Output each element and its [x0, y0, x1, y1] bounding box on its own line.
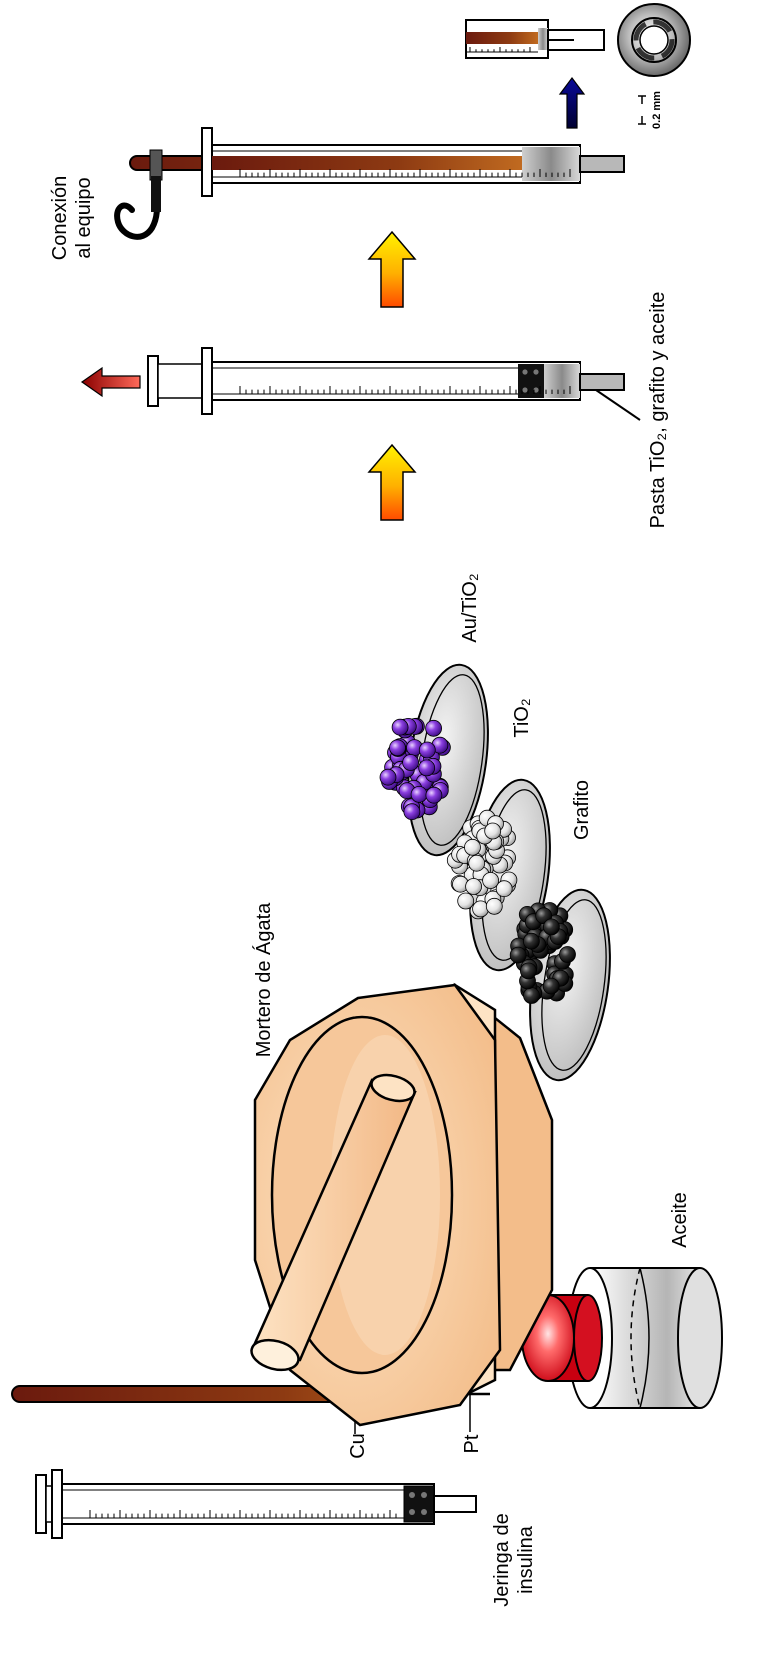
- connection-label-1: Conexión: [49, 176, 71, 261]
- agate-mortar: [248, 985, 552, 1425]
- insulin-syringe-label-2: insulina: [515, 1525, 537, 1594]
- graphite-label: Grafito: [571, 780, 593, 840]
- paste-label: Pasta TiO₂, grafito y aceite: [647, 292, 669, 529]
- scale-label: 0.2 mm: [651, 91, 663, 129]
- insulin-syringe: [36, 1470, 476, 1538]
- connection-label-2: al equipo: [73, 177, 95, 258]
- copper-label: Cu: [347, 1433, 369, 1459]
- detail-arrow: [560, 78, 584, 128]
- au-tio2-label: Au/TiO₂: [459, 573, 481, 642]
- electrode-cross-section: [618, 4, 690, 76]
- platinum-label: Pt: [461, 1434, 483, 1453]
- scale-bar: [638, 96, 646, 124]
- pull-arrow: [82, 368, 140, 396]
- insulin-syringe-label-1: Jeringa de: [491, 1513, 513, 1606]
- oil-label: Aceite: [669, 1192, 691, 1248]
- tio2-label: TiO₂: [511, 698, 533, 737]
- paste-syringe: [148, 348, 640, 420]
- mortar-label: Mortero de Ágata: [252, 902, 275, 1057]
- process-arrow-2: [369, 232, 415, 307]
- electrode-tip-detail: [466, 20, 604, 58]
- graphite-particles: [510, 903, 575, 1004]
- assembled-electrode: [117, 128, 624, 237]
- process-arrow-1: [369, 445, 415, 520]
